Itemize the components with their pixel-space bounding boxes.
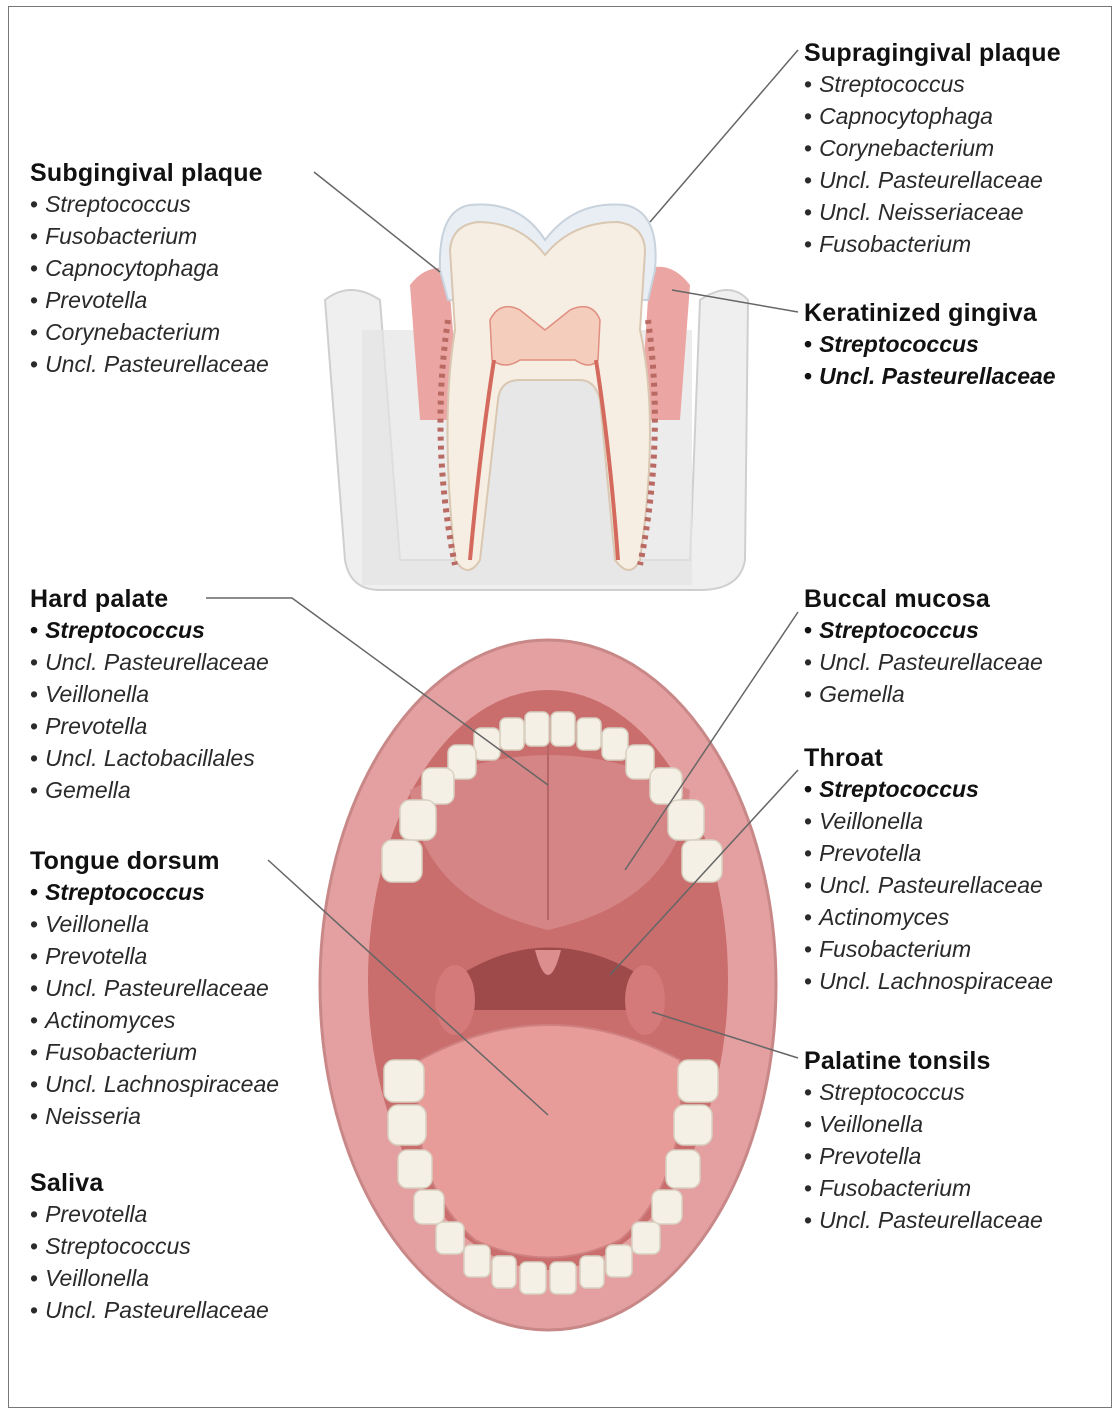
heading-supragingival: Supragingival plaque bbox=[804, 38, 1061, 68]
taxon-item: Veillonella bbox=[30, 908, 279, 940]
taxon-item: Uncl. Pasteurellaceae bbox=[804, 164, 1061, 196]
taxon-item: Actinomyces bbox=[30, 1004, 279, 1036]
taxon-item: Streptococcus bbox=[30, 614, 269, 646]
taxon-item: Streptococcus bbox=[804, 328, 1056, 360]
taxon-item: Uncl. Lactobacillales bbox=[30, 742, 269, 774]
heading-tongue: Tongue dorsum bbox=[30, 846, 279, 876]
taxon-item: Uncl. Pasteurellaceae bbox=[30, 972, 279, 1004]
taxon-item: Veillonella bbox=[804, 805, 1053, 837]
taxon-item: Uncl. Pasteurellaceae bbox=[30, 646, 269, 678]
taxon-item: Fusobacterium bbox=[30, 220, 269, 252]
label-subgingival: Subgingival plaque StreptococcusFusobact… bbox=[30, 158, 269, 380]
taxon-item: Streptococcus bbox=[804, 773, 1053, 805]
taxon-item: Uncl. Pasteurellaceae bbox=[804, 646, 1043, 678]
tooth-cross-section bbox=[325, 204, 748, 590]
taxon-item: Uncl. Pasteurellaceae bbox=[30, 348, 269, 380]
taxon-item: Uncl. Lachnospiraceae bbox=[30, 1068, 279, 1100]
label-keratinized: Keratinized gingiva StreptococcusUncl. P… bbox=[804, 298, 1056, 392]
taxon-item: Prevotella bbox=[804, 1140, 1043, 1172]
label-tonsils: Palatine tonsils StreptococcusVeillonell… bbox=[804, 1046, 1043, 1236]
taxon-item: Capnocytophaga bbox=[30, 252, 269, 284]
taxa-list: StreptococcusVeillonellaPrevotellaUncl. … bbox=[30, 876, 279, 1132]
taxa-list: StreptococcusUncl. PasteurellaceaeGemell… bbox=[804, 614, 1043, 710]
heading-subgingival: Subgingival plaque bbox=[30, 158, 269, 188]
taxon-item: Fusobacterium bbox=[30, 1036, 279, 1068]
taxon-item: Corynebacterium bbox=[30, 316, 269, 348]
taxon-item: Uncl. Pasteurellaceae bbox=[804, 1204, 1043, 1236]
taxon-item: Streptococcus bbox=[30, 188, 269, 220]
taxa-list: StreptococcusUncl. PasteurellaceaeVeillo… bbox=[30, 614, 269, 806]
taxon-item: Veillonella bbox=[30, 678, 269, 710]
taxon-item: Prevotella bbox=[30, 940, 279, 972]
label-buccal: Buccal mucosa StreptococcusUncl. Pasteur… bbox=[804, 584, 1043, 710]
taxon-item: Streptococcus bbox=[804, 68, 1061, 100]
taxon-item: Prevotella bbox=[30, 284, 269, 316]
taxon-item: Prevotella bbox=[804, 837, 1053, 869]
taxon-item: Uncl. Lachnospiraceae bbox=[804, 965, 1053, 997]
label-saliva: Saliva PrevotellaStreptococcusVeillonell… bbox=[30, 1168, 269, 1326]
taxon-item: Gemella bbox=[804, 678, 1043, 710]
taxon-item: Fusobacterium bbox=[804, 933, 1053, 965]
taxa-list: StreptococcusFusobacteriumCapnocytophaga… bbox=[30, 188, 269, 380]
taxon-item: Veillonella bbox=[804, 1108, 1043, 1140]
taxon-item: Streptococcus bbox=[804, 614, 1043, 646]
taxon-item: Uncl. Pasteurellaceae bbox=[804, 869, 1053, 901]
taxon-item: Neisseria bbox=[30, 1100, 279, 1132]
heading-saliva: Saliva bbox=[30, 1168, 269, 1198]
heading-tonsils: Palatine tonsils bbox=[804, 1046, 1043, 1076]
label-supragingival: Supragingival plaque StreptococcusCapnoc… bbox=[804, 38, 1061, 260]
heading-throat: Throat bbox=[804, 743, 1053, 773]
taxon-item: Gemella bbox=[30, 774, 269, 806]
taxon-item: Streptococcus bbox=[30, 876, 279, 908]
taxa-list: StreptococcusVeillonellaPrevotellaUncl. … bbox=[804, 773, 1053, 997]
taxon-item: Prevotella bbox=[30, 710, 269, 742]
taxon-item: Uncl. Pasteurellaceae bbox=[804, 360, 1056, 392]
taxon-item: Actinomyces bbox=[804, 901, 1053, 933]
taxon-item: Streptococcus bbox=[804, 1076, 1043, 1108]
tonsil-right bbox=[625, 965, 665, 1035]
leader-supragingival bbox=[650, 50, 798, 222]
tonsil-left bbox=[435, 965, 475, 1035]
taxon-item: Veillonella bbox=[30, 1262, 269, 1294]
leader-subgingival bbox=[314, 172, 440, 272]
open-mouth bbox=[320, 640, 776, 1330]
taxon-item: Capnocytophaga bbox=[804, 100, 1061, 132]
heading-hard-palate: Hard palate bbox=[30, 584, 269, 614]
taxon-item: Streptococcus bbox=[30, 1230, 269, 1262]
heading-keratinized: Keratinized gingiva bbox=[804, 298, 1056, 328]
taxon-item: Fusobacterium bbox=[804, 228, 1061, 260]
label-throat: Throat StreptococcusVeillonellaPrevotell… bbox=[804, 743, 1053, 997]
taxa-list: StreptococcusCapnocytophagaCorynebacteri… bbox=[804, 68, 1061, 260]
label-tongue: Tongue dorsum StreptococcusVeillonellaPr… bbox=[30, 846, 279, 1132]
taxa-list: PrevotellaStreptococcusVeillonellaUncl. … bbox=[30, 1198, 269, 1326]
taxon-item: Uncl. Neisseriaceae bbox=[804, 196, 1061, 228]
heading-buccal: Buccal mucosa bbox=[804, 584, 1043, 614]
taxa-list: StreptococcusVeillonellaPrevotellaFusoba… bbox=[804, 1076, 1043, 1236]
taxon-item: Fusobacterium bbox=[804, 1172, 1043, 1204]
taxon-item: Corynebacterium bbox=[804, 132, 1061, 164]
taxon-item: Prevotella bbox=[30, 1198, 269, 1230]
taxon-item: Uncl. Pasteurellaceae bbox=[30, 1294, 269, 1326]
label-hard-palate: Hard palate StreptococcusUncl. Pasteurel… bbox=[30, 584, 269, 806]
taxa-list: StreptococcusUncl. Pasteurellaceae bbox=[804, 328, 1056, 392]
